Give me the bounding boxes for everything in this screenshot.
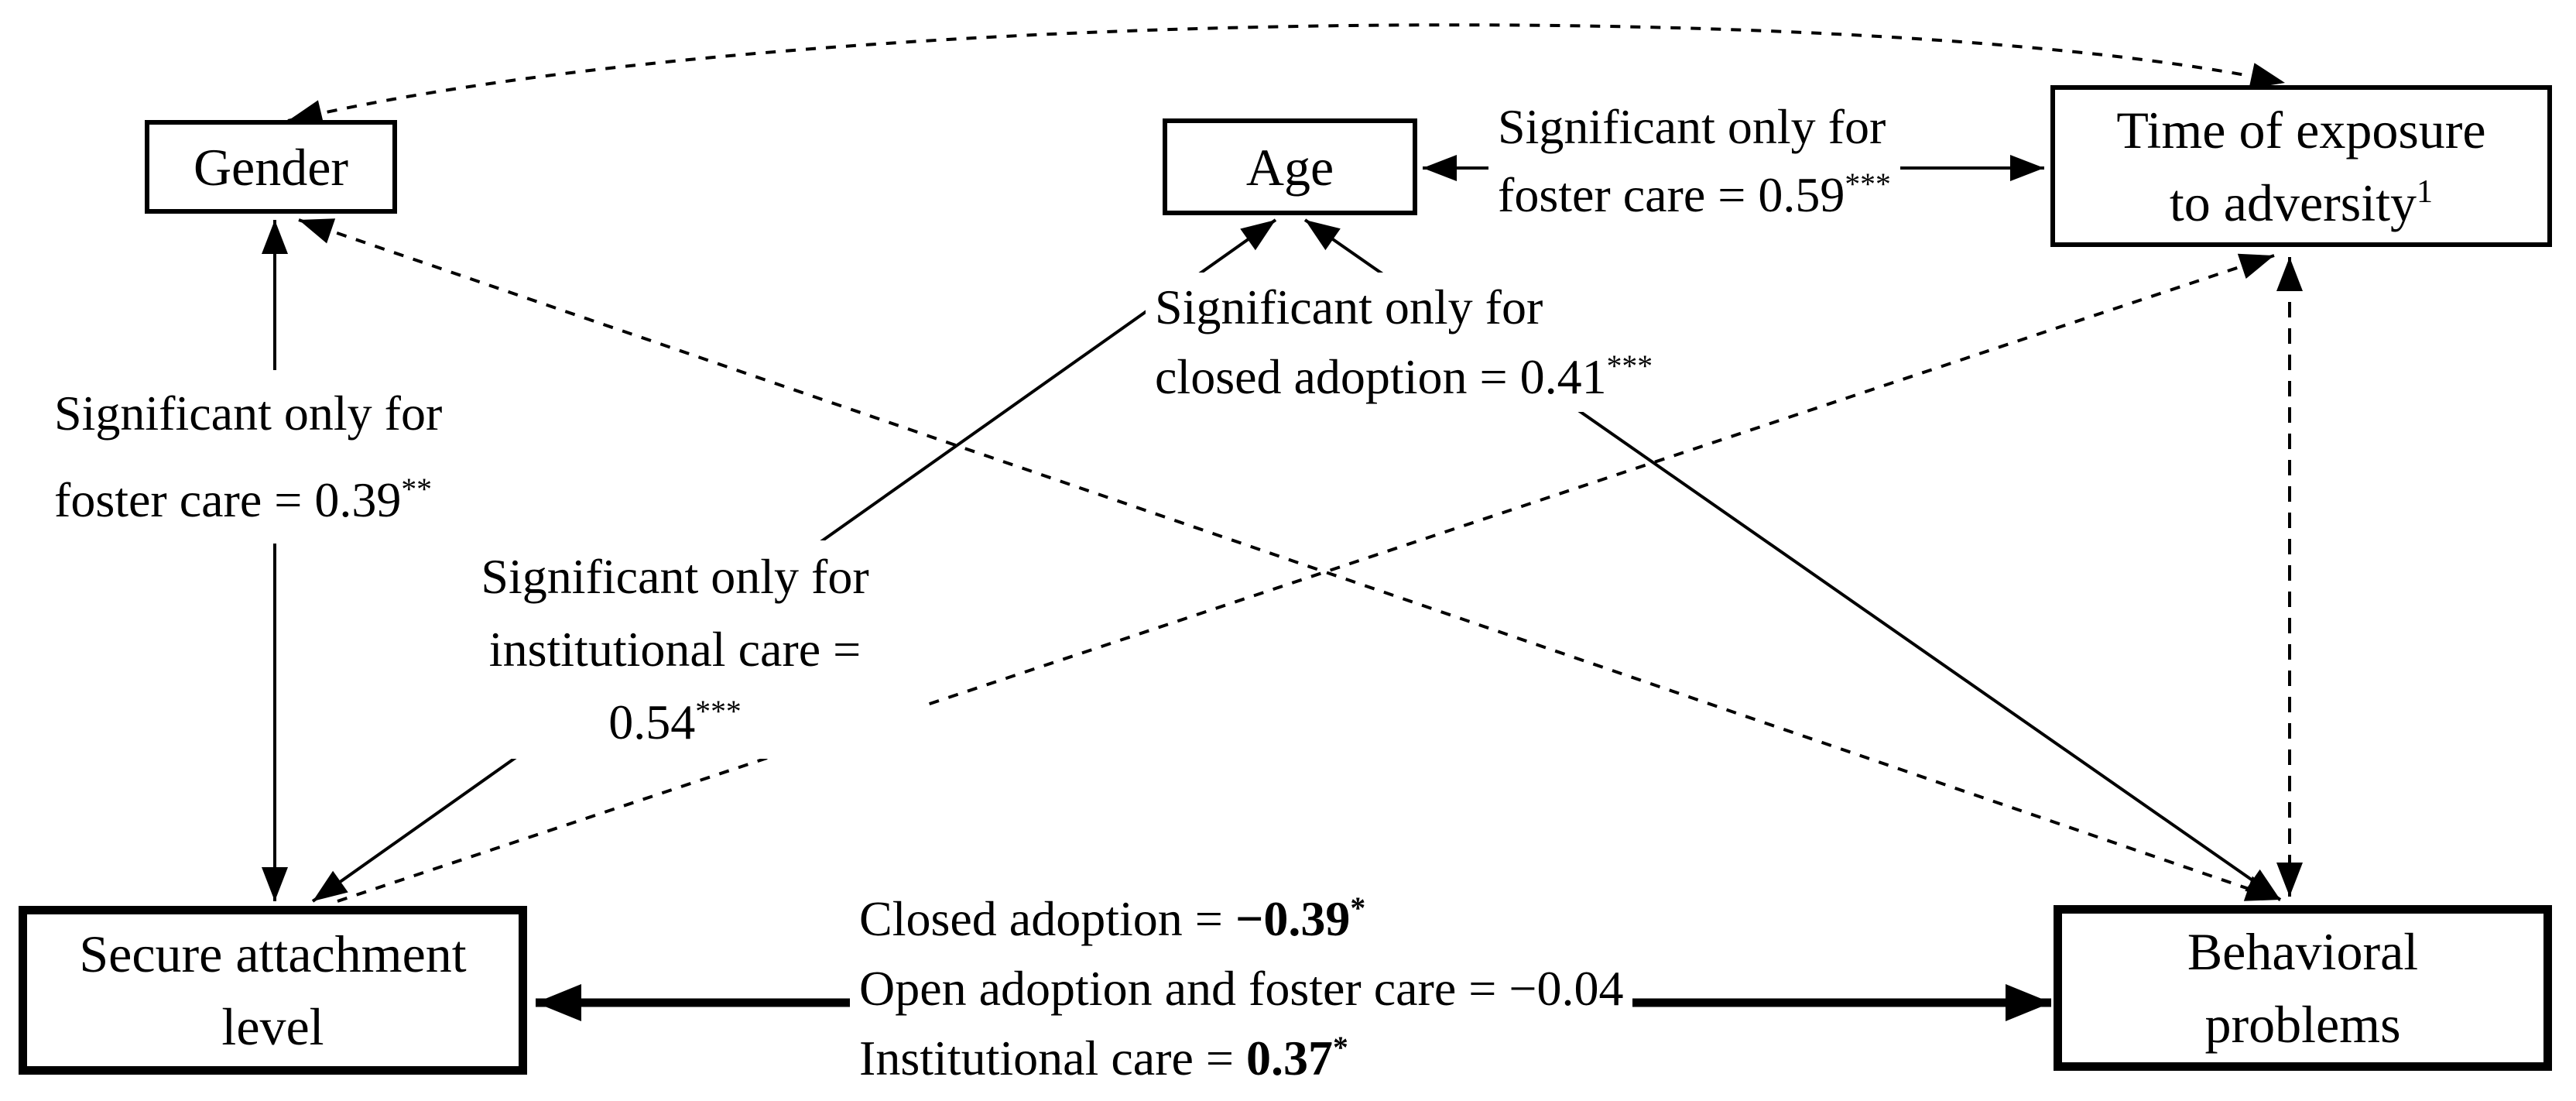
label-line: Significant only for <box>54 386 443 441</box>
significance-stars: *** <box>1845 167 1891 202</box>
label-line: Open adoption and foster care = −0.04 <box>859 961 1624 1016</box>
label-line: institutional care = <box>488 622 862 677</box>
node-behavioral-problems: Behavioral problems <box>2054 905 2552 1071</box>
footnote-marker: 1 <box>2417 173 2434 211</box>
label-line: closed adoption = 0.41*** <box>1155 349 1653 404</box>
node-label: Time of exposure <box>2116 100 2486 159</box>
label-behavioral-age-path: Significant only for closed adoption = 0… <box>1146 273 1663 412</box>
node-label: Age <box>1245 137 1334 197</box>
label-line: Significant only for <box>1155 280 1543 334</box>
significance-stars: *** <box>1606 349 1653 384</box>
label-line: Institutional care = 0.37* <box>859 1031 1348 1086</box>
significance-stars: * <box>1332 1031 1348 1065</box>
label-line: foster care = 0.59*** <box>1498 167 1891 222</box>
label-line: Significant only for <box>481 549 869 604</box>
significance-stars: ** <box>401 472 433 507</box>
significance-stars: *** <box>695 695 742 729</box>
node-time-of-exposure: Time of exposure to adversity1 <box>2050 85 2552 247</box>
node-label: level <box>221 997 324 1056</box>
node-secure-attachment-level: Secure attachment level <box>19 906 527 1075</box>
significance-stars: * <box>1350 891 1366 926</box>
node-label: Gender <box>193 137 349 197</box>
label-secure-age-path: Significant only for institutional care … <box>428 540 922 759</box>
label-line: foster care = 0.39** <box>54 472 433 527</box>
node-age: Age <box>1163 118 1417 215</box>
node-label: to adversity1 <box>2169 173 2434 232</box>
label-secure-behavioral-path: Closed adoption = −0.39* Open adoption a… <box>850 884 1633 1093</box>
node-label: Secure attachment <box>79 924 467 983</box>
label-line: Closed adoption = −0.39* <box>859 891 1366 946</box>
edge-gender-time-curved-dashed <box>287 23 2286 126</box>
label-age-time-path: Significant only for foster care = 0.59*… <box>1488 93 1900 229</box>
label-gender-secure-path: Significant only for foster care = 0.39*… <box>45 370 452 544</box>
node-gender: Gender <box>145 120 397 214</box>
label-line: 0.54*** <box>608 695 742 749</box>
node-label: Behavioral <box>2187 922 2419 981</box>
node-label: problems <box>2204 995 2401 1054</box>
label-line: Significant only for <box>1498 99 1886 154</box>
